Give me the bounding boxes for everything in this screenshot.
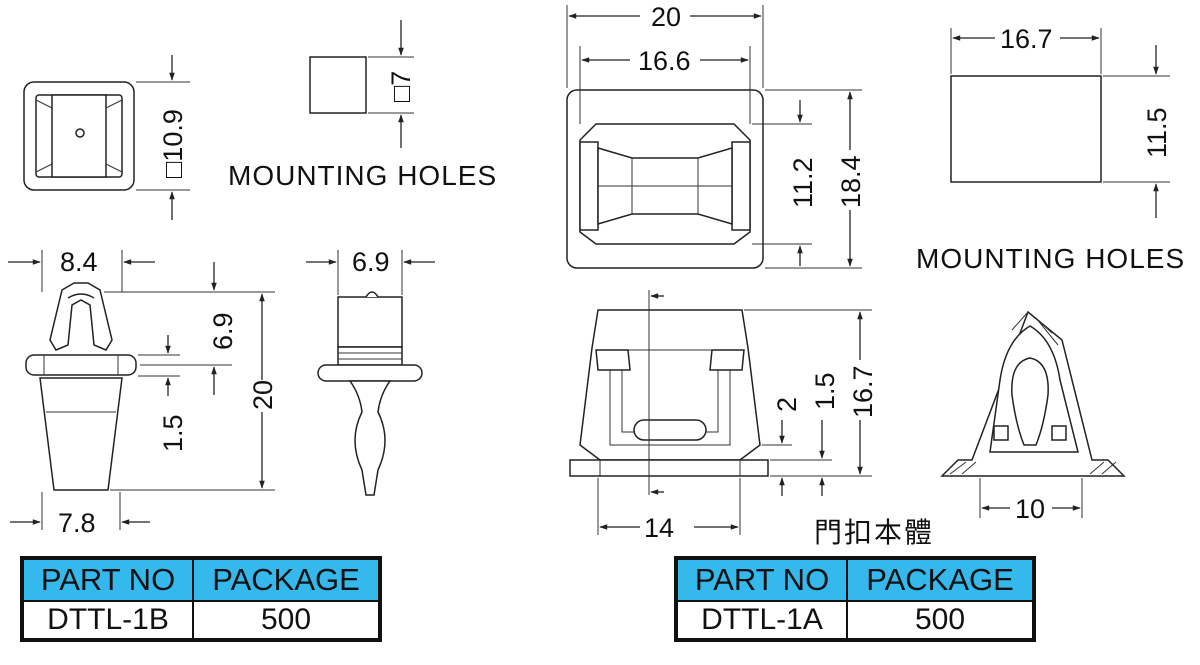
left-header-part-no: PART NO bbox=[21, 557, 194, 602]
dim-outer-height: 18.4 bbox=[836, 155, 866, 208]
dim-inner-height: 11.2 bbox=[788, 157, 818, 208]
left-part-no-value: DTTL-1B bbox=[21, 600, 194, 641]
dim-hole-width: 16.7 bbox=[1000, 24, 1053, 54]
right-side-dims: 10 bbox=[979, 478, 1083, 524]
right-top-view bbox=[566, 89, 764, 269]
right-header-part-no: PART NO bbox=[675, 557, 848, 602]
dim-bottom-width: 14 bbox=[644, 513, 674, 543]
left-header-package: PACKAGE bbox=[192, 557, 381, 602]
mounting-holes-label-left: MOUNTING HOLES bbox=[228, 160, 497, 191]
right-front-view bbox=[569, 290, 769, 495]
dim-side-width: 6.9 bbox=[352, 247, 390, 277]
mounting-holes-label-right: MOUNTING HOLES bbox=[916, 243, 1185, 274]
right-part-no-value: DTTL-1A bbox=[675, 600, 848, 641]
left-top-view bbox=[23, 81, 135, 191]
dim-head-height: 6.9 bbox=[208, 312, 238, 350]
dim-base-2: 2 bbox=[772, 397, 802, 412]
left-side-view bbox=[317, 291, 423, 496]
right-mounting-hole: 16.7 11.5 MOUNTING HOLES bbox=[916, 24, 1185, 274]
dim-flange-thickness: 1.5 bbox=[158, 414, 188, 452]
left-side-dims: 6.9 bbox=[306, 247, 435, 295]
right-side-section bbox=[940, 310, 1126, 477]
right-spec-table: PART NO PACKAGE DTTL-1A 500 bbox=[674, 556, 1036, 642]
left-front-dims: 8.4 6.9 1.5 20 7.8 bbox=[8, 247, 278, 538]
dim-top-square: □10.9 bbox=[158, 109, 188, 178]
left-front-view bbox=[25, 282, 137, 491]
left-mounting-hole: □7 MOUNTING HOLES bbox=[228, 20, 497, 191]
left-package-value: 500 bbox=[192, 600, 381, 641]
left-top-square-dim: □10.9 bbox=[136, 55, 190, 220]
left-spec-table: PART NO PACKAGE DTTL-1B 500 bbox=[20, 556, 382, 642]
dim-clip-width: 8.4 bbox=[60, 247, 98, 277]
product-caption: 門扣本體 bbox=[814, 516, 934, 549]
dim-hole-height: 11.5 bbox=[1142, 107, 1172, 158]
dim-base-width: 7.8 bbox=[58, 508, 96, 538]
dim-width-outer: 20 bbox=[651, 2, 681, 32]
dim-total-height-right: 16.7 bbox=[848, 365, 878, 418]
dim-hole-square: □7 bbox=[386, 71, 416, 102]
dim-side-width-right: 10 bbox=[1015, 494, 1045, 524]
right-top-dims: 20 16.6 11.2 18.4 bbox=[566, 2, 866, 269]
dim-total-height-left: 20 bbox=[248, 380, 278, 410]
right-front-dims: 16.7 1.5 2 14 bbox=[597, 309, 878, 543]
dim-base-1-5: 1.5 bbox=[810, 372, 840, 410]
right-header-package: PACKAGE bbox=[846, 557, 1035, 602]
dim-width-inner: 16.6 bbox=[638, 46, 691, 76]
right-package-value: 500 bbox=[846, 600, 1035, 641]
